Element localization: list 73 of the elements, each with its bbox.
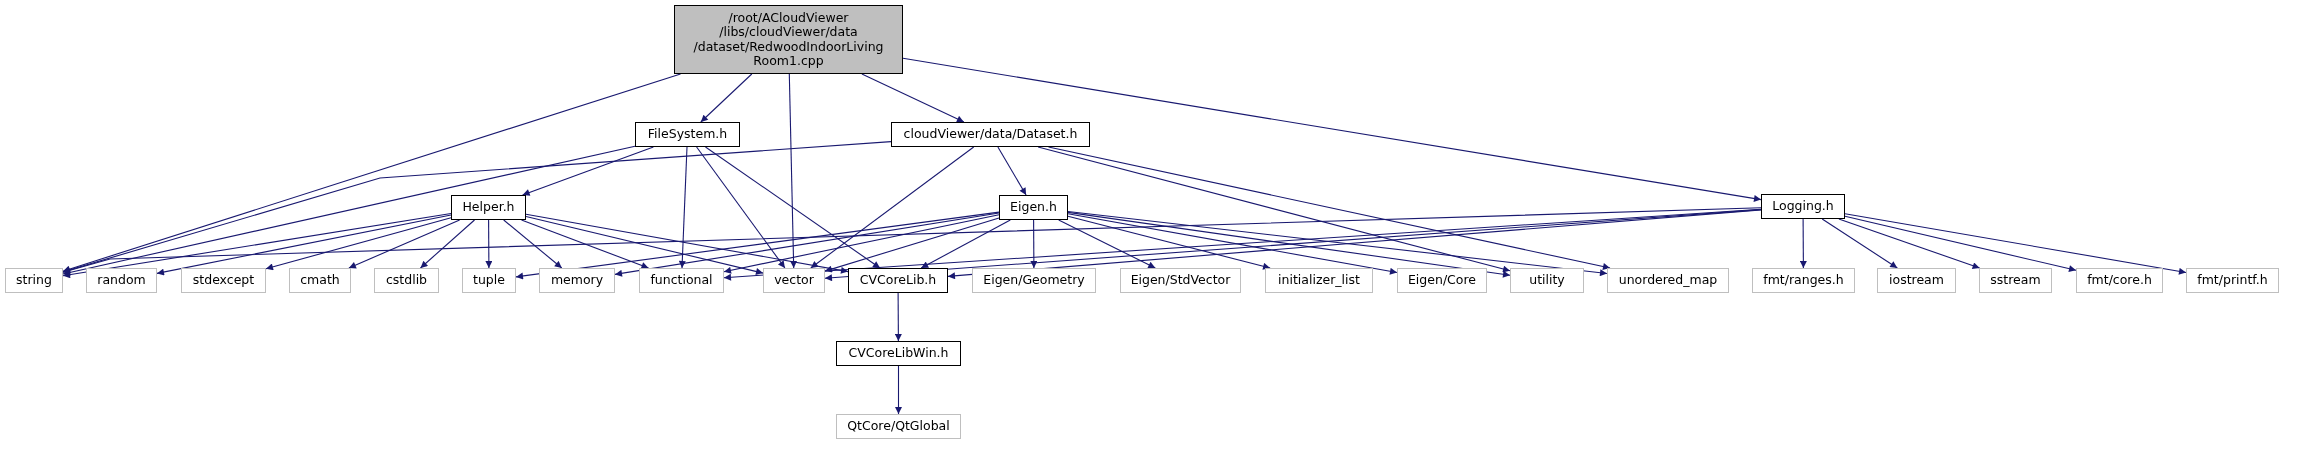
header-node: memory bbox=[539, 268, 615, 293]
include-arrow bbox=[1067, 210, 1608, 277]
include-arrow bbox=[678, 146, 688, 269]
header-node: fmt/ranges.h bbox=[1752, 268, 1855, 293]
include-arrow bbox=[902, 57, 1762, 202]
header-node: CVCoreLib.h bbox=[848, 268, 948, 293]
header-node: utility bbox=[1510, 268, 1584, 293]
include-arrow bbox=[1067, 215, 1271, 270]
include-arrow bbox=[265, 217, 452, 271]
include-arrow bbox=[920, 219, 1011, 269]
header-node: iostream bbox=[1877, 268, 1956, 293]
include-arrow bbox=[62, 73, 682, 273]
file-node: /root/ACloudViewer /libs/cloudViewer/data /dataset/RedwoodIndoorLiving Room1.cpp bbox=[674, 5, 903, 74]
include-arrow bbox=[503, 219, 563, 269]
include-arrow bbox=[525, 215, 764, 275]
include-arrow bbox=[62, 145, 636, 276]
header-node: functional bbox=[639, 268, 724, 293]
header-node: vector bbox=[763, 268, 825, 293]
include-arrow bbox=[525, 213, 849, 274]
header-node: cmath bbox=[289, 268, 351, 293]
header-node: stdexcept bbox=[181, 268, 266, 293]
include-arrow bbox=[520, 219, 650, 269]
include-arrow bbox=[614, 212, 1000, 277]
header-node: fmt/printf.h bbox=[2186, 268, 2279, 293]
include-arrow bbox=[788, 73, 798, 269]
include-arrow bbox=[861, 73, 965, 123]
include-arrow bbox=[894, 292, 902, 342]
include-arrow bbox=[895, 365, 902, 415]
include-arrow bbox=[1037, 146, 1511, 273]
header-node: sstream bbox=[1979, 268, 2052, 293]
header-node: FileSystem.h bbox=[635, 122, 740, 147]
header-node: Helper.h bbox=[451, 195, 526, 220]
header-node: fmt/core.h bbox=[2076, 268, 2163, 293]
include-arrow bbox=[348, 219, 461, 269]
include-arrow bbox=[156, 214, 452, 276]
include-arrow bbox=[810, 146, 975, 269]
include-arrow bbox=[1844, 213, 2187, 275]
header-node: Eigen/Core bbox=[1397, 268, 1487, 293]
header-node: Eigen/Geometry bbox=[972, 268, 1096, 293]
header-node: Eigen.h bbox=[999, 195, 1068, 220]
include-arrow bbox=[1067, 211, 1511, 278]
include-arrow bbox=[700, 73, 753, 123]
include-arrow bbox=[419, 219, 476, 269]
header-node: cstdlib bbox=[374, 268, 439, 293]
include-arrow bbox=[1838, 218, 1981, 269]
include-arrow bbox=[485, 219, 493, 269]
header-node: Logging.h bbox=[1761, 194, 1845, 219]
header-node: CVCoreLibWin.h bbox=[836, 341, 961, 366]
header-node: initializer_list bbox=[1265, 268, 1373, 293]
include-arrow bbox=[62, 141, 892, 274]
include-arrow bbox=[1030, 219, 1038, 269]
include-arrow bbox=[62, 212, 452, 279]
include-arrow bbox=[997, 146, 1027, 196]
include-arrow bbox=[62, 207, 1762, 274]
include-arrow bbox=[824, 217, 1000, 273]
include-arrow bbox=[1821, 218, 1898, 269]
header-node: Eigen/StdVector bbox=[1120, 268, 1241, 293]
include-arrow bbox=[947, 209, 1762, 280]
include-arrow bbox=[1799, 218, 1807, 269]
header-node: string bbox=[5, 268, 63, 293]
header-node: random bbox=[86, 268, 157, 293]
include-arrow bbox=[1058, 219, 1156, 269]
include-arrow bbox=[704, 146, 881, 269]
include-arrow bbox=[1844, 215, 2077, 273]
header-node: cloudViewer/data/Dataset.h bbox=[891, 122, 1090, 147]
include-arrow bbox=[723, 214, 1000, 274]
header-node: unordered_map bbox=[1607, 268, 1729, 293]
header-node: QtCore/QtGlobal bbox=[836, 414, 961, 439]
include-arrow bbox=[1067, 213, 1398, 275]
include-arrow bbox=[696, 146, 786, 269]
include-arrow bbox=[522, 146, 654, 196]
include-arrow bbox=[515, 211, 1000, 280]
header-node: tuple bbox=[462, 268, 516, 293]
